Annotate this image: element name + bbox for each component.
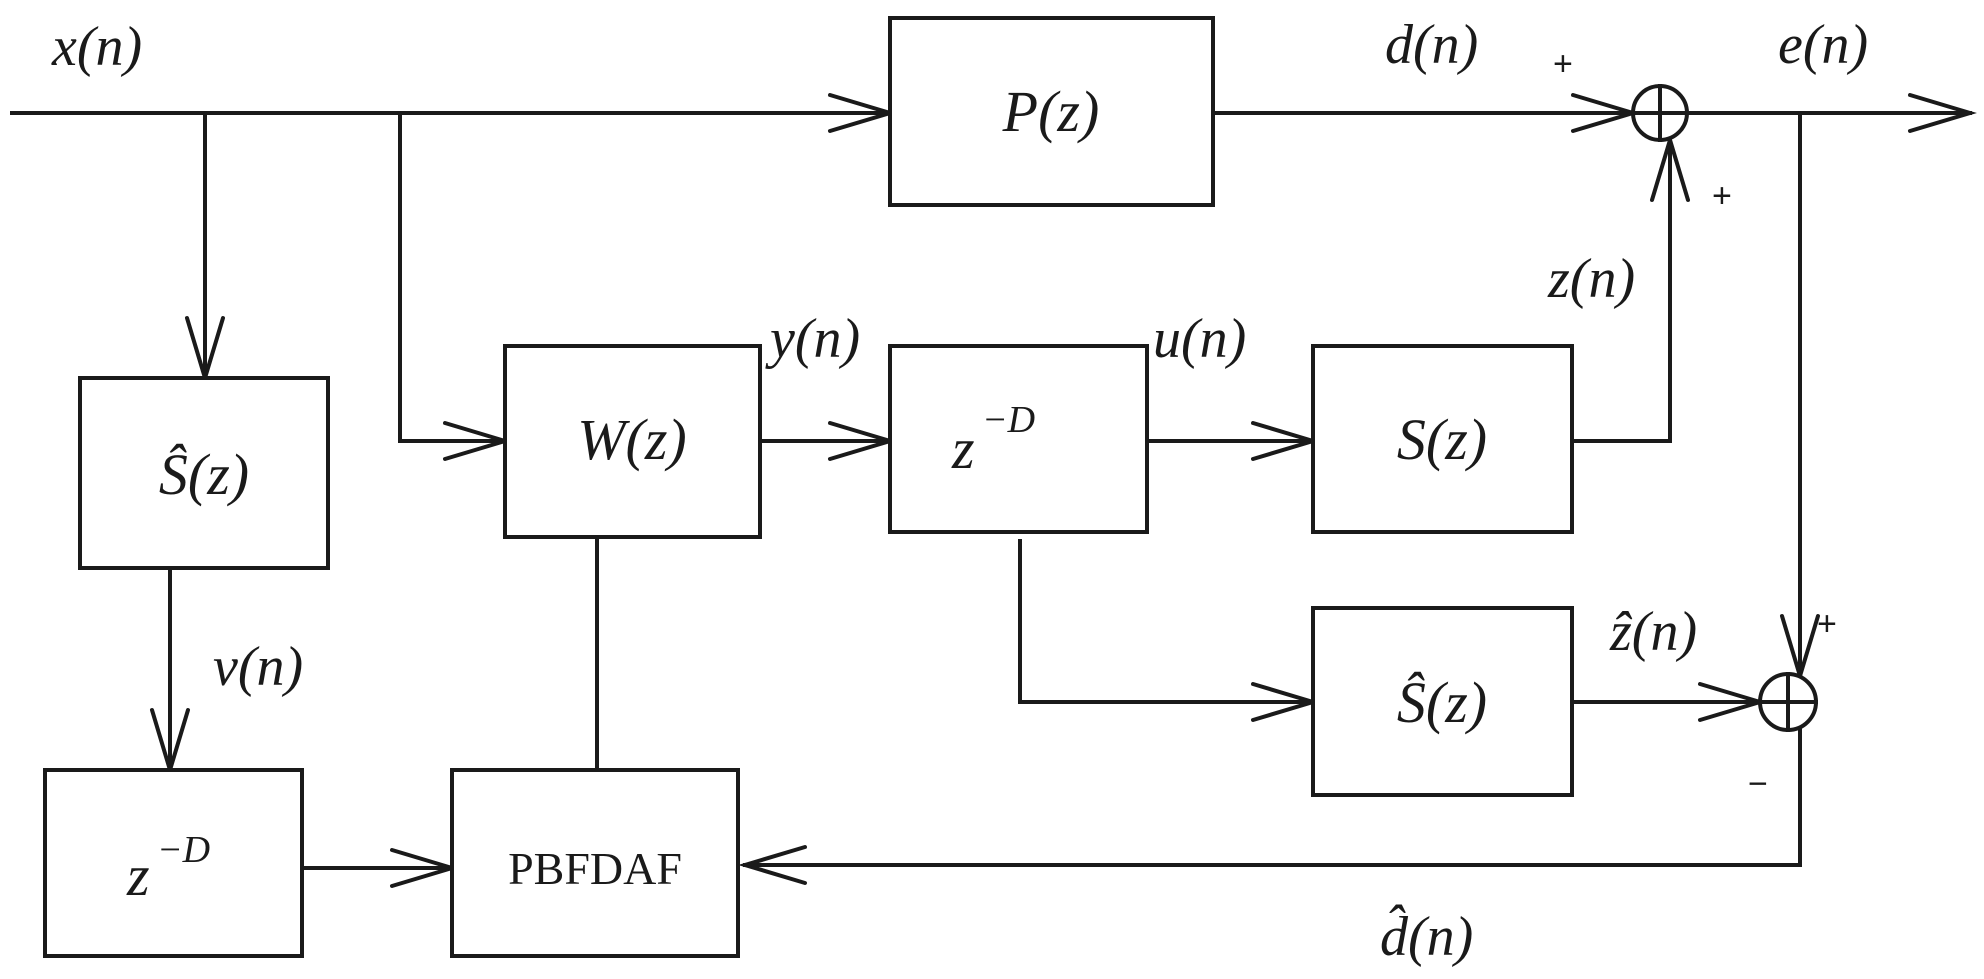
block-delay-top-base: z <box>951 416 975 481</box>
sign-labels: + + + − <box>1553 45 1837 803</box>
block-s-label: S(z) <box>1397 407 1487 472</box>
sum-junction-2 <box>1758 672 1818 732</box>
sign-sum1-left: + <box>1553 45 1573 83</box>
block-shat-right-box <box>1311 606 1574 797</box>
block-p-box <box>888 16 1215 207</box>
block-pbfdaf-box <box>450 768 740 958</box>
arrow-into-pbfdaf <box>738 845 807 885</box>
block-pbfdaf: PBFDAF <box>450 768 740 958</box>
block-delay-bottom-base: z <box>126 843 150 908</box>
label-e: e(n) <box>1778 14 1868 76</box>
label-x: x(n) <box>51 16 142 78</box>
block-delay-bottom-box <box>43 768 304 958</box>
block-s: S(z) <box>1311 344 1574 534</box>
sum-junction-1 <box>1631 84 1689 142</box>
label-y: y(n) <box>765 308 860 370</box>
label-d: d(n) <box>1385 14 1478 76</box>
block-delay-top: z −D <box>888 344 1149 534</box>
block-shat-right-label: Ŝ(z) <box>1397 670 1487 735</box>
block-shat-right: Ŝ(z) <box>1311 606 1574 797</box>
block-delay-top-box <box>888 344 1149 534</box>
arrow-output-e <box>1908 93 1977 133</box>
block-w-label: W(z) <box>577 407 687 472</box>
sign-sum2-top: + <box>1817 605 1837 643</box>
label-zhat: ẑ(n) <box>1609 601 1697 663</box>
block-delay-bottom-exponent: −D <box>157 829 210 871</box>
sign-sum1-bottom: + <box>1712 177 1732 215</box>
label-u: u(n) <box>1153 308 1246 370</box>
block-pbfdaf-label: PBFDAF <box>508 843 682 894</box>
block-s-box <box>1311 344 1574 534</box>
block-w-box <box>503 344 762 539</box>
block-p: P(z) <box>888 16 1215 207</box>
block-p-label: P(z) <box>1002 79 1100 144</box>
block-delay-bottom: z −D <box>43 768 304 958</box>
label-dhat: d̂(n) <box>1380 904 1473 968</box>
label-z: z(n) <box>1547 248 1635 310</box>
wires <box>10 111 1972 870</box>
label-v: v(n) <box>213 636 303 698</box>
signal-labels: x(n) d(n) e(n) z(n) y(n) u(n) v(n) ẑ(n) … <box>51 14 1868 968</box>
sign-sum2-bottom: − <box>1748 765 1768 803</box>
block-delay-top-exponent: −D <box>982 399 1035 441</box>
block-shat-left-label: Ŝ(z) <box>159 442 249 507</box>
block-w: W(z) <box>503 344 762 539</box>
block-shat-left: Ŝ(z) <box>78 376 330 570</box>
block-shat-left-box <box>78 376 330 570</box>
